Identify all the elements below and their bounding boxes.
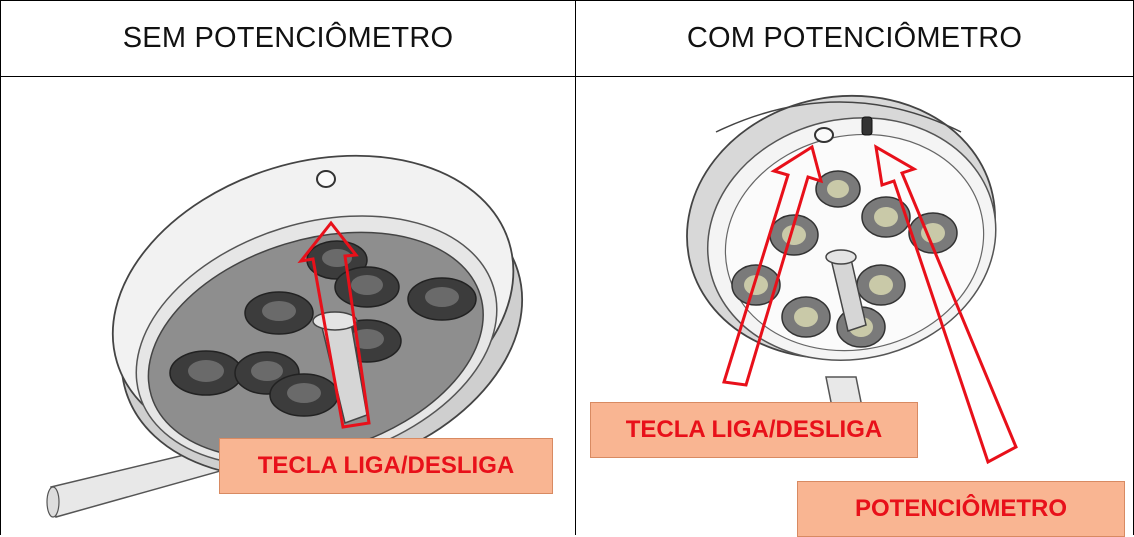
- lamp-drawing-left: [46, 154, 524, 518]
- right-lamp-image: [576, 77, 1133, 535]
- header-right: COM POTENCIÔMETRO: [686, 21, 1023, 54]
- table-border-top: [0, 0, 1134, 1]
- label-left-switch: TECLA LIGA/DESLIGA: [219, 438, 553, 494]
- table-header-divider: [0, 76, 1134, 77]
- label-right-potentiometer: POTENCIÔMETRO: [797, 481, 1125, 537]
- lamp-drawing-right: [686, 94, 1018, 465]
- label-right-switch: TECLA LIGA/DESLIGA: [590, 402, 918, 458]
- left-lamp-image: [1, 77, 575, 535]
- table-divider-middle: [575, 0, 576, 535]
- table-border-left: [0, 0, 1, 535]
- header-left: SEM POTENCIÔMETRO: [122, 21, 454, 54]
